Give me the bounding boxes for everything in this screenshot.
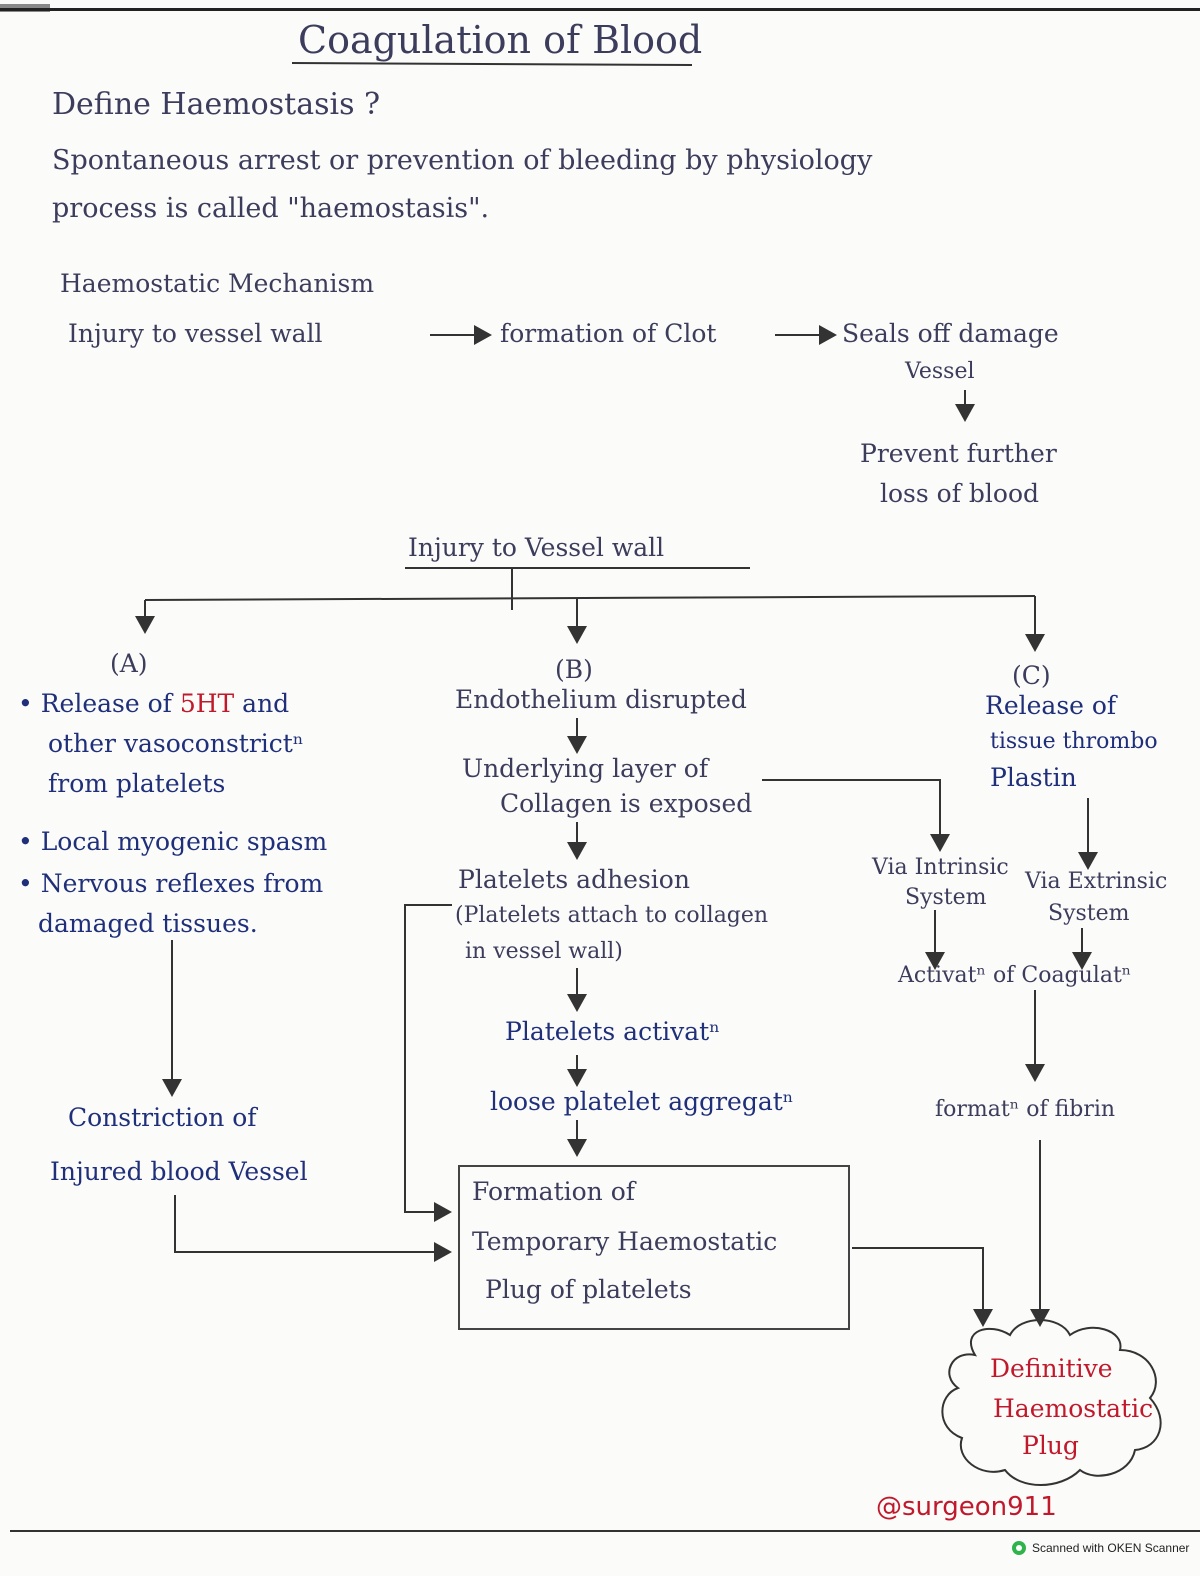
formation-of-fibrin: formatⁿ of fibrin bbox=[935, 1097, 1116, 1122]
intrinsic-system-2: System bbox=[905, 885, 987, 910]
branch-b-step-2-line-2: Collagen is exposed bbox=[500, 789, 753, 818]
definition-line-1: Spontaneous arrest or prevention of blee… bbox=[52, 145, 873, 176]
mechanism-heading: Haemostatic Mechanism bbox=[60, 269, 375, 298]
definitive-plug-line-2: Haemostatic bbox=[993, 1394, 1154, 1423]
mechanism-step-prevent-2: loss of blood bbox=[880, 479, 1040, 508]
temporary-plug-line-3: Plug of platelets bbox=[485, 1275, 692, 1304]
mechanism-step-prevent: Prevent further bbox=[860, 439, 1057, 468]
branch-a-label: (A) bbox=[110, 649, 148, 678]
branch-c-step-1-line-3: Plastin bbox=[990, 763, 1077, 792]
branch-a-bullet-1-line-2: other vasoconstrictⁿ bbox=[48, 729, 304, 758]
definitive-plug-line-3: Plug bbox=[1022, 1431, 1079, 1460]
page-title: Coagulation of Blood bbox=[298, 18, 703, 62]
branch-b-step-3: Platelets adhesion bbox=[458, 865, 690, 894]
temporary-plug-line-1: Formation of bbox=[472, 1177, 636, 1206]
question-heading: Define Haemostasis ? bbox=[52, 87, 381, 122]
activation-of-coagulation: Activatⁿ of Coagulatⁿ bbox=[898, 963, 1132, 988]
definitive-cloud bbox=[941, 1319, 1162, 1486]
arrow-collagen-to-intrinsic bbox=[762, 779, 950, 852]
arrow-adhesion-to-plug bbox=[404, 904, 452, 1222]
page-bottom-edge bbox=[10, 1530, 1200, 1532]
arrow-constriction-to-plug bbox=[174, 1195, 452, 1262]
branch-a-bullet-1: • Release of 5HT and bbox=[18, 689, 290, 718]
page-top-edge bbox=[0, 8, 1200, 11]
arrow-plug-to-definitive bbox=[852, 1247, 993, 1327]
branch-a-bullet-1-line-3: from platelets bbox=[48, 769, 226, 798]
scanner-footer: Scanned with OKEN Scanner bbox=[1012, 1541, 1189, 1555]
temporary-plug-box bbox=[458, 1165, 850, 1330]
extrinsic-system-2: System bbox=[1048, 901, 1130, 926]
scanner-text: Scanned with OKEN Scanner bbox=[1032, 1541, 1190, 1555]
branch-a-result-2: Injured blood Vessel bbox=[50, 1157, 308, 1186]
branch-c-label: (C) bbox=[1012, 661, 1051, 690]
scanner-logo-icon bbox=[1012, 1541, 1026, 1555]
branch-a-bullet-3-line-2: damaged tissues. bbox=[38, 909, 258, 938]
branch-a-bullet-3: • Nervous reflexes from bbox=[18, 869, 324, 898]
definition-line-2: process is called "haemostasis". bbox=[52, 193, 490, 224]
author-watermark: @surgeon911 bbox=[876, 1492, 1057, 1522]
mechanism-step-injury: Injury to vessel wall bbox=[68, 319, 323, 348]
extrinsic-system: Via Extrinsic bbox=[1025, 869, 1168, 894]
definitive-plug-line-1: Definitive bbox=[990, 1354, 1113, 1383]
branch-bar bbox=[144, 595, 1036, 601]
branch-b-label: (B) bbox=[555, 655, 593, 684]
branch-b-step-1: Endothelium disrupted bbox=[455, 685, 747, 714]
branch-a-result: Constriction of bbox=[68, 1103, 257, 1132]
branch-a-5ht: 5HT bbox=[179, 689, 235, 718]
mechanism-step-seal: Seals off damage bbox=[842, 319, 1059, 348]
flow-root: Injury to Vessel wall bbox=[408, 533, 665, 562]
branch-b-step-3-line-3: in vessel wall) bbox=[465, 939, 623, 964]
temporary-plug-line-2: Temporary Haemostatic bbox=[472, 1227, 778, 1256]
intrinsic-system: Via Intrinsic bbox=[872, 855, 1009, 880]
mechanism-step-seal-vessel: Vessel bbox=[905, 359, 975, 384]
title-underline bbox=[291, 62, 693, 66]
branch-c-step-1: Release of bbox=[985, 691, 1117, 720]
branch-c-step-1-line-2: tissue thrombo bbox=[990, 729, 1158, 754]
mechanism-step-clot: formation of Clot bbox=[500, 319, 717, 348]
branch-a-bullet-2: • Local myogenic spasm bbox=[18, 827, 328, 856]
branch-b-step-2: Underlying layer of bbox=[462, 754, 709, 783]
branch-b-step-5: loose platelet aggregatⁿ bbox=[490, 1087, 794, 1116]
branch-b-step-4: Platelets activatⁿ bbox=[505, 1017, 721, 1046]
branch-b-step-3-line-2: (Platelets attach to collagen bbox=[455, 903, 769, 928]
